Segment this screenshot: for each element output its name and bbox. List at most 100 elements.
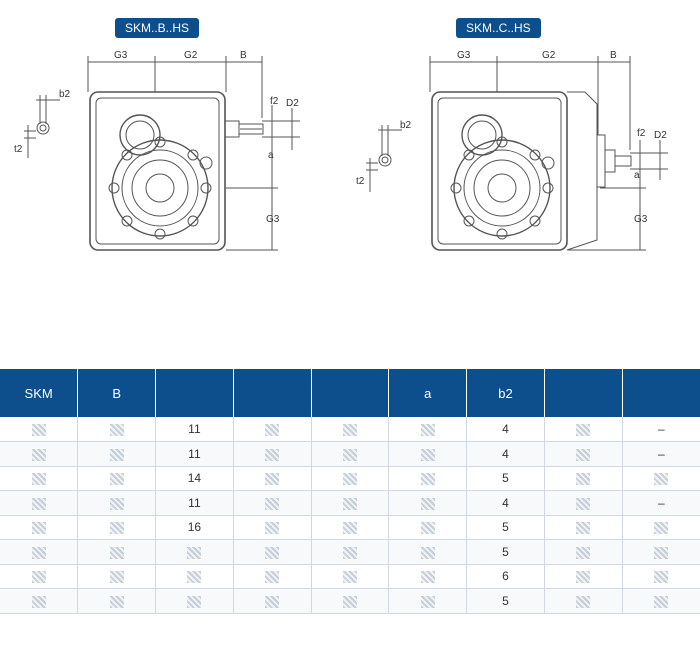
table-cell	[311, 441, 390, 467]
dim-d2-b: D2	[286, 98, 299, 109]
table-cell	[0, 588, 79, 614]
table-cell	[233, 539, 312, 565]
table-cell	[155, 539, 234, 565]
table-cell	[388, 515, 468, 540]
table-cell	[77, 490, 157, 516]
obscured-value	[576, 546, 591, 559]
table-cell	[311, 515, 390, 540]
table-cell	[311, 539, 390, 565]
obscured-value	[576, 423, 591, 436]
dim-g3-c: G3	[457, 50, 471, 61]
obscured-value	[342, 497, 357, 510]
table-cell: 5	[466, 466, 545, 491]
obscured-value	[654, 595, 669, 608]
table-cell	[77, 564, 157, 589]
obscured-value	[654, 522, 669, 535]
col-header	[233, 369, 312, 417]
table-cell	[77, 441, 157, 467]
obscured-value	[342, 595, 357, 608]
dim-t2-c: t2	[356, 176, 365, 187]
table-cell	[388, 490, 468, 516]
obscured-value	[109, 522, 124, 535]
obscured-value	[109, 423, 124, 436]
obscured-value	[265, 448, 280, 461]
table-row: 6	[0, 564, 700, 589]
obscured-value	[342, 546, 357, 559]
obscured-value	[576, 497, 591, 510]
obscured-value	[420, 473, 435, 486]
dim-g2-b: G2	[184, 50, 198, 61]
obscured-value	[31, 497, 46, 510]
obscured-value	[342, 571, 357, 584]
table-row: 5	[0, 588, 700, 614]
table-cell	[0, 564, 79, 589]
obscured-value	[420, 448, 435, 461]
obscured-value	[342, 423, 357, 436]
obscured-value	[31, 546, 46, 559]
table-cell: 14	[155, 466, 234, 491]
table-cell: –	[622, 417, 700, 442]
obscured-value	[187, 571, 202, 584]
obscured-value	[187, 546, 202, 559]
obscured-value	[109, 595, 124, 608]
table-cell	[0, 515, 79, 540]
table-cell	[233, 417, 312, 442]
dim-d2-c: D2	[654, 130, 667, 141]
dim-g3-b: G3	[114, 50, 128, 61]
obscured-value	[420, 423, 435, 436]
obscured-value	[420, 497, 435, 510]
table-cell	[544, 490, 623, 516]
table-cell: –	[622, 441, 700, 467]
table-cell	[388, 466, 468, 491]
table-row: 14 5	[0, 466, 700, 491]
obscured-value	[31, 448, 46, 461]
table-cell	[77, 539, 157, 565]
table-cell	[388, 539, 468, 565]
table-cell	[388, 588, 468, 614]
obscured-value	[265, 571, 280, 584]
obscured-value	[265, 423, 280, 436]
dim-b2-b: b2	[59, 89, 71, 100]
table-cell	[544, 441, 623, 467]
obscured-value	[265, 546, 280, 559]
dim-g2-c: G2	[542, 50, 556, 61]
table-cell	[388, 564, 468, 589]
table-cell: 5	[466, 539, 545, 565]
col-header	[622, 369, 700, 417]
gearbox-drawing-c: G3 G2 B b2 t2 f2 D2 a G3	[356, 50, 668, 251]
table-cell	[388, 441, 468, 467]
obscured-value	[109, 571, 124, 584]
table-cell	[388, 417, 468, 442]
table-cell	[311, 490, 390, 516]
table-cell	[155, 588, 234, 614]
table-cell: 5	[466, 588, 545, 614]
drawings-area: SKM..B..HS SKM..C..HS	[14, 18, 668, 251]
dim-g3v-b: G3	[266, 214, 280, 225]
table-cell	[544, 564, 623, 589]
drawing-tag-c: SKM..C..HS	[456, 18, 541, 38]
obscured-value	[654, 473, 669, 486]
table-cell	[233, 466, 312, 491]
table-cell	[622, 539, 700, 565]
obscured-value	[109, 473, 124, 486]
obscured-value	[576, 522, 591, 535]
table-cell	[311, 588, 390, 614]
col-header: a	[388, 369, 468, 417]
table-cell	[544, 515, 623, 540]
obscured-value	[342, 448, 357, 461]
table-cell	[77, 588, 157, 614]
obscured-value	[265, 595, 280, 608]
table-cell	[233, 588, 312, 614]
obscured-value	[109, 546, 124, 559]
obscured-value	[265, 473, 280, 486]
obscured-value	[342, 522, 357, 535]
table-cell: 16	[155, 515, 234, 540]
obscured-value	[187, 595, 202, 608]
table-cell: 11	[155, 490, 234, 516]
dim-t2-b: t2	[14, 144, 23, 155]
dim-b-c: B	[610, 50, 617, 61]
dim-b-b: B	[240, 50, 247, 61]
table-cell: 4	[466, 417, 545, 442]
